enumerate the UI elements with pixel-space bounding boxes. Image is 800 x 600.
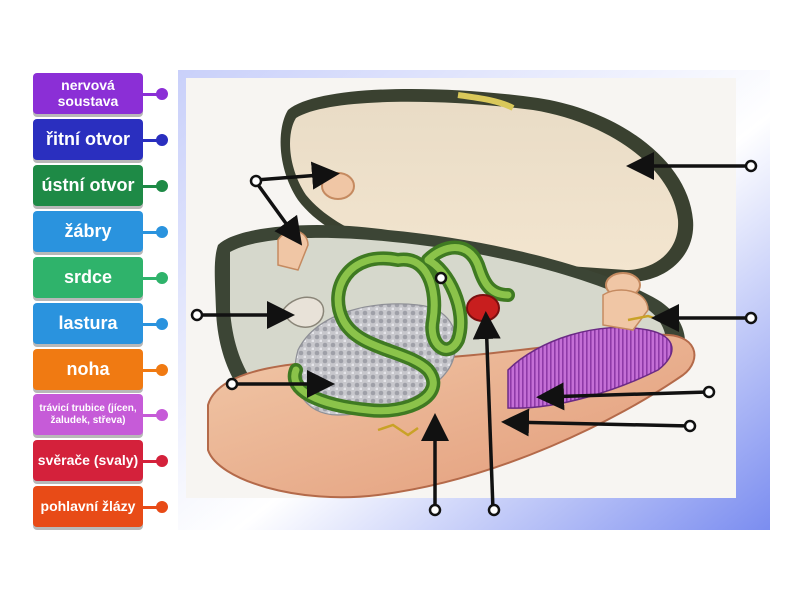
connector-dot[interactable] (156, 180, 168, 192)
anterior-sphincter-upper (321, 172, 355, 200)
mussel-diagram (178, 70, 770, 530)
drop-target[interactable] (702, 385, 716, 399)
label-tile-text: ústní otvor (41, 175, 135, 196)
drop-target[interactable] (487, 503, 501, 517)
connector-dot[interactable] (156, 501, 168, 513)
connector-stem (143, 231, 161, 234)
drop-targets (190, 159, 758, 517)
label-tile-mouth[interactable]: ústní otvor (33, 165, 143, 206)
connector-dot[interactable] (156, 272, 168, 284)
label-tile-digestive-tract[interactable]: trávicí trubice (jícen, žaludek, střeva) (33, 394, 143, 435)
drop-target[interactable] (434, 271, 448, 285)
shell-hinge-marking (457, 92, 515, 111)
gonads (294, 303, 457, 416)
drop-target[interactable] (249, 174, 263, 188)
nervous-system-ganglion (377, 423, 419, 437)
connector-dot[interactable] (156, 455, 168, 467)
label-tiles-column: nervová soustava řitní otvor ústní otvor… (0, 0, 180, 600)
label-tile-nervous-system[interactable]: nervová soustava (33, 73, 143, 114)
pointer-arrow (255, 161, 340, 190)
connector-dot[interactable] (156, 88, 168, 100)
connector-stem (143, 460, 161, 463)
pointer-arrow (536, 382, 709, 411)
drop-target[interactable] (744, 311, 758, 325)
connector-stem (143, 323, 161, 326)
pointer-arrow (472, 311, 501, 511)
label-tile-text: lastura (58, 313, 118, 334)
digestive-tract-highlight (291, 244, 512, 415)
pointer-arrows (198, 152, 750, 511)
label-tile-text: pohlavní žlázy (40, 497, 136, 514)
drop-target[interactable] (190, 308, 204, 322)
pointer-arrow (254, 180, 303, 246)
label-tile-anus[interactable]: řitní otvor (33, 119, 143, 160)
drop-target[interactable] (225, 377, 239, 391)
label-tile-text: svěrače (svaly) (37, 451, 139, 468)
connector-stem (143, 369, 161, 372)
connector-stem (143, 506, 161, 509)
connector-stem (143, 93, 161, 96)
connector-stem (143, 185, 161, 188)
label-tile-text: nervová soustava (57, 76, 119, 109)
drop-target[interactable] (428, 503, 442, 517)
label-tile-gonads[interactable]: pohlavní žlázy (33, 486, 143, 527)
label-tile-sphincters[interactable]: svěrače (svaly) (33, 440, 143, 481)
connector-stem (143, 414, 161, 417)
connector-dot[interactable] (156, 318, 168, 330)
label-tile-foot[interactable]: noha (33, 349, 143, 390)
connector-stem (143, 277, 161, 280)
drop-target[interactable] (744, 159, 758, 173)
connector-stem (143, 139, 161, 142)
drop-target[interactable] (683, 419, 697, 433)
label-tile-text: noha (66, 359, 110, 380)
label-tile-shell[interactable]: lastura (33, 303, 143, 344)
label-tile-text: trávicí trubice (jícen, žaludek, střeva) (39, 403, 137, 426)
connector-dot[interactable] (156, 364, 168, 376)
connector-dot[interactable] (156, 409, 168, 421)
pointer-arrow (501, 408, 691, 437)
connector-dot[interactable] (156, 226, 168, 238)
label-tile-gills[interactable]: žábry (33, 211, 143, 252)
connector-dot[interactable] (156, 134, 168, 146)
label-tile-text: řitní otvor (46, 129, 130, 150)
heart (466, 294, 500, 322)
label-tile-text: srdce (63, 267, 113, 288)
label-tile-heart[interactable]: srdce (33, 257, 143, 298)
label-tile-text: žábry (64, 221, 112, 242)
posterior-sphincter-lower (602, 289, 649, 331)
upper-shell-inner (290, 101, 679, 270)
